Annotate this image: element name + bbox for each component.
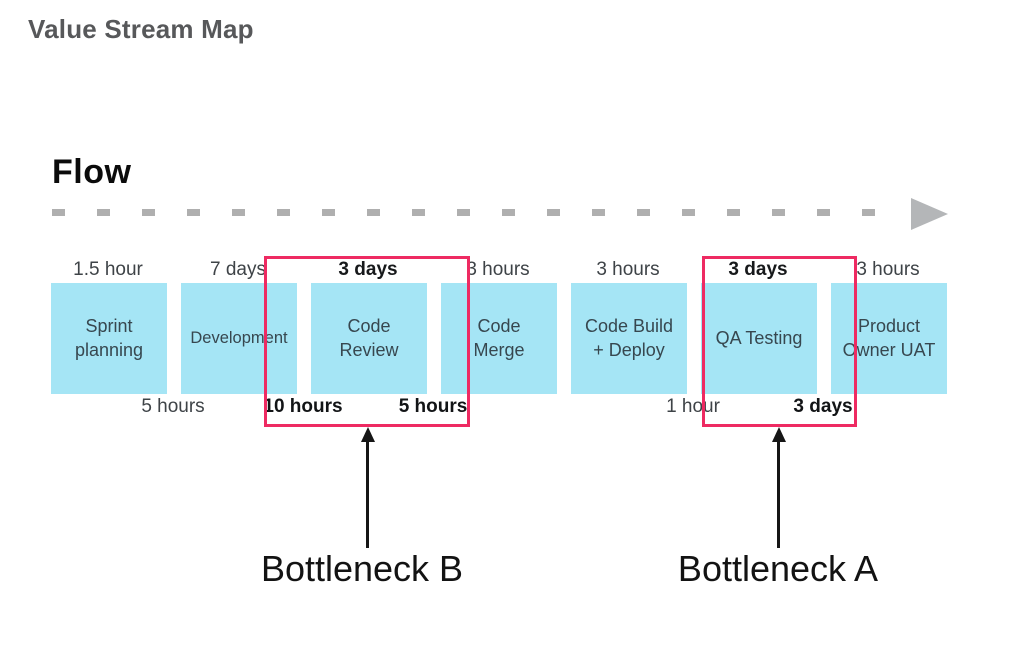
arrow-line (777, 440, 780, 548)
wait-time-5: 3 days (793, 396, 853, 417)
bottleneck-a-label: Bottleneck A (677, 548, 879, 589)
stage-label: Development (190, 328, 288, 347)
wait-time-1: 5 hours (141, 396, 205, 417)
wait-time-2: 10 hours (263, 396, 343, 417)
stage-box-code-merge: Code Merge (441, 283, 557, 394)
stage-label: Sprint planning (74, 316, 144, 360)
arrow-line (366, 440, 369, 548)
wait-time-3: 5 hours (398, 396, 468, 417)
process-time-qa-testing: 3 days (728, 259, 788, 280)
flow-heading: Flow (52, 153, 132, 191)
process-time-product-owner-uat: 3 hours (856, 259, 920, 280)
process-time-code-merge: 3 hours (466, 259, 530, 280)
arrow-up-icon (361, 427, 375, 442)
flow-arrowhead-icon (911, 198, 948, 230)
stage-box-code-build-deploy: Code Build + Deploy (571, 283, 687, 394)
stage-label: QA Testing (715, 327, 803, 348)
flow-dashed-line (52, 209, 897, 216)
stage-box-code-review: Code Review (311, 283, 427, 394)
stage-label: Code Merge (473, 316, 525, 360)
stage-box-product-owner-uat: Product Owner UAT (831, 283, 947, 394)
process-time-code-review: 3 days (338, 259, 398, 280)
arrow-up-icon (772, 427, 786, 442)
wait-time-4: 1 hour (666, 396, 720, 417)
process-time-development: 7 days (210, 259, 266, 280)
bottleneck-b-label: Bottleneck B (260, 548, 464, 589)
stage-box-qa-testing: QA Testing (701, 283, 817, 394)
stage-box-development: Development (181, 283, 297, 394)
stage-label: Product Owner UAT (842, 316, 936, 360)
process-time-sprint-planning: 1.5 hour (73, 259, 143, 280)
stage-box-sprint-planning: Sprint planning (51, 283, 167, 394)
page-title: Value Stream Map (28, 14, 254, 44)
stage-label: Code Build + Deploy (584, 316, 674, 360)
process-time-code-build-deploy: 3 hours (596, 259, 660, 280)
stage-label: Code Review (339, 316, 399, 360)
